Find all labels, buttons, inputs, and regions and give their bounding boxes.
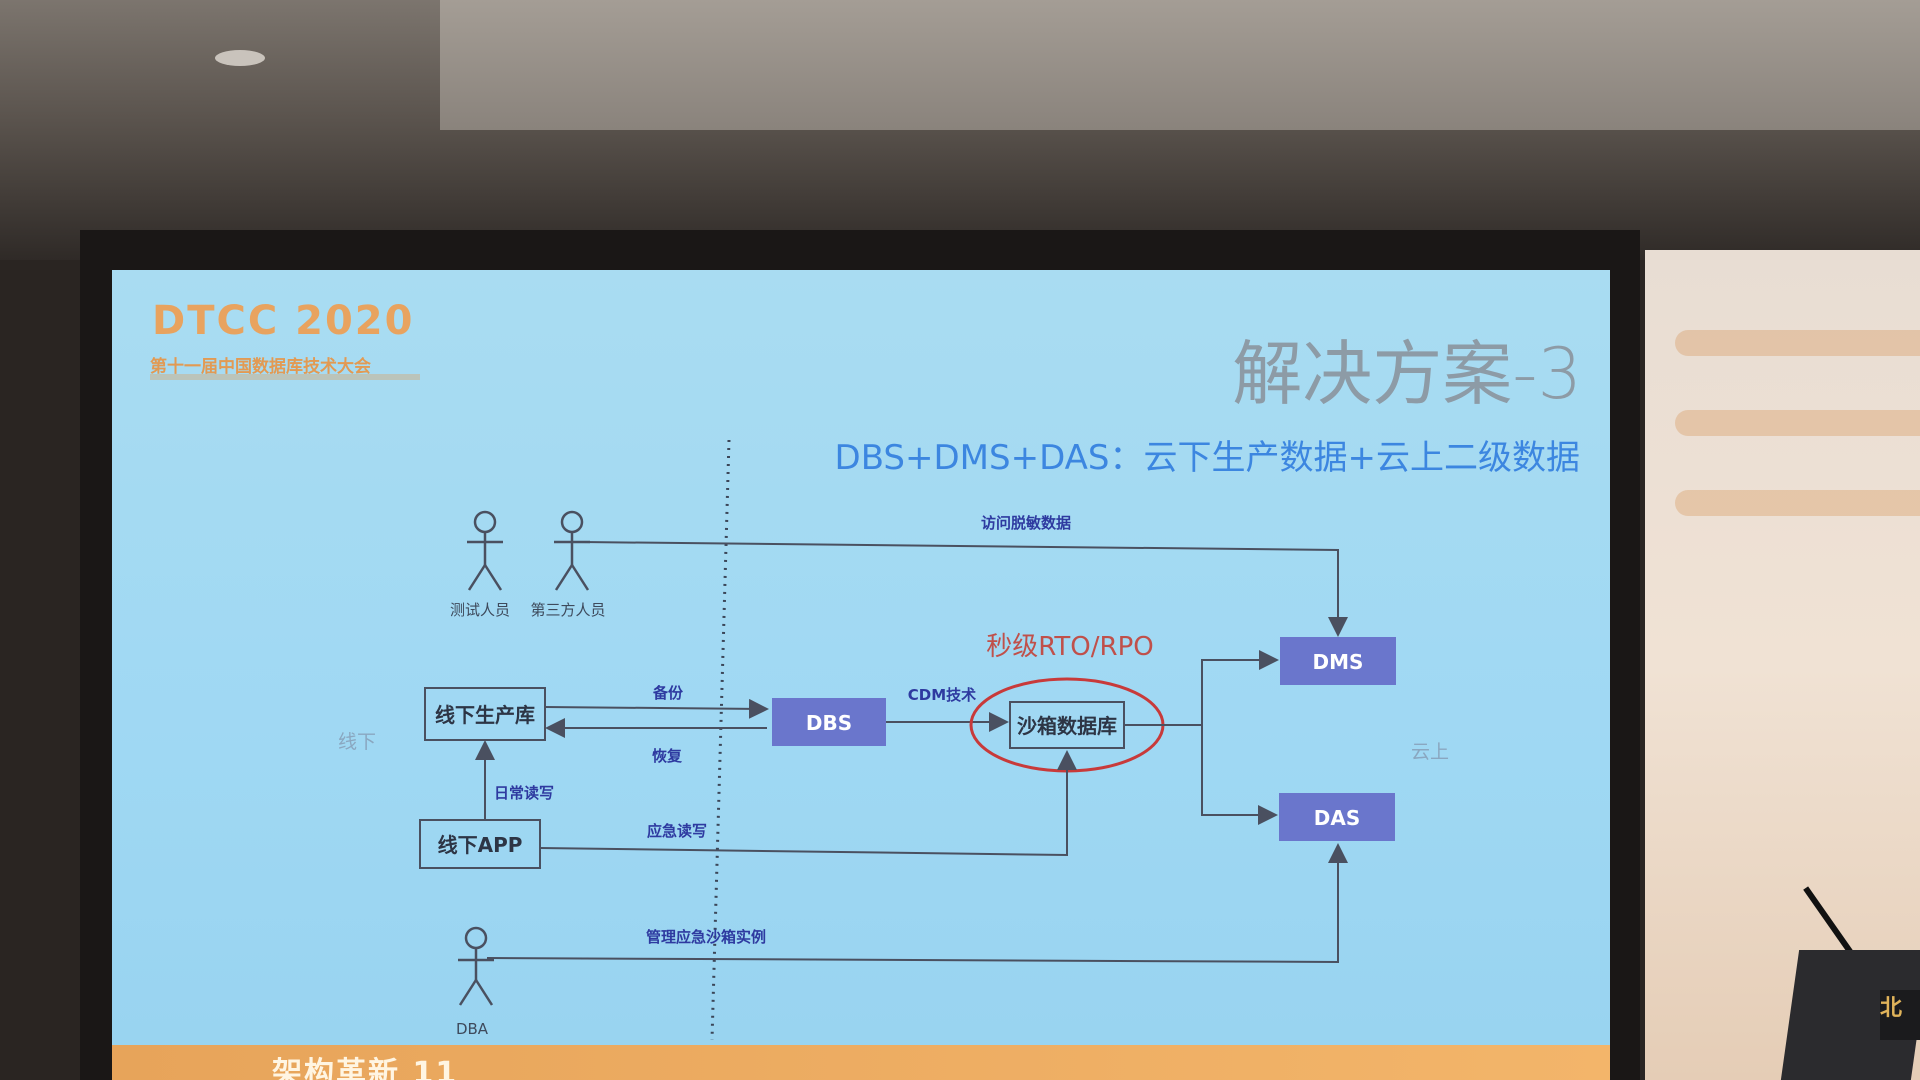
boundary-line xyxy=(710,439,731,1041)
restore-label: 恢复 xyxy=(652,747,683,765)
dba-actor xyxy=(458,926,494,1006)
emergency-rw-flow xyxy=(539,750,1077,857)
backdrop-wall xyxy=(1645,250,1920,1080)
backup-label: 备份 xyxy=(652,684,684,702)
dms-label: DMS xyxy=(1313,650,1364,674)
access-masked-label: 访问脱敏数据 xyxy=(981,514,1071,532)
podium-sign: 北 xyxy=(1880,990,1920,1040)
sandbox-db-label: 沙箱数据库 xyxy=(1017,714,1117,738)
manage-sandbox-label: 管理应急沙箱实例 xyxy=(646,928,766,946)
offline-prod-db-label: 线下生产库 xyxy=(435,703,535,727)
ceiling-soffit xyxy=(440,0,1920,130)
dba-label: DBA xyxy=(456,1020,489,1038)
logo-tagline-bar xyxy=(150,374,420,380)
third-party-label: 第三方人员 xyxy=(530,601,605,619)
das-label: DAS xyxy=(1314,806,1360,830)
rto-rpo-label: 秒级RTO/RPO xyxy=(986,632,1154,662)
footer-banner-text: 架构革新 11 xyxy=(272,1056,459,1080)
event-logo: DTCC 2020 xyxy=(152,298,415,344)
to-das-flow xyxy=(1201,725,1278,825)
emergency-rw-label: 应急读写 xyxy=(647,822,707,840)
dbs-box xyxy=(772,698,886,746)
cloud-zone-label: 云上 xyxy=(1411,741,1449,763)
architecture-diagram: 测试人员 第三方人员 DBA 访问脱敏数据 线下生产库 备份 恢复 xyxy=(338,439,1449,1041)
tester-label: 测试人员 xyxy=(450,601,510,619)
manage-sandbox-flow xyxy=(486,843,1348,964)
third-party-actor xyxy=(554,510,590,591)
to-dms-flow xyxy=(1201,650,1279,725)
tester-actor xyxy=(467,510,503,591)
slide-title: 解决方案-3 xyxy=(1232,333,1582,415)
dbs-label: DBS xyxy=(806,711,852,735)
offline-app-box xyxy=(419,819,541,869)
backup-flow xyxy=(544,698,769,719)
dms-box xyxy=(1280,637,1396,685)
daily-rw-label: 日常读写 xyxy=(494,784,554,802)
das-box xyxy=(1279,793,1395,841)
ceiling-light xyxy=(215,50,265,66)
slide-footer-banner xyxy=(112,1045,1610,1080)
event-name: 第十一届中国数据库技术大会 xyxy=(150,357,371,377)
offline-zone-label: 线下 xyxy=(338,731,376,753)
slide-subtitle: DBS+DMS+DAS：云下生产数据+云上二级数据 xyxy=(834,438,1580,478)
presentation-slide: DTCC 2020 第十一届中国数据库技术大会 解决方案-3 DBS+DMS+D… xyxy=(112,270,1610,1080)
access-masked-flow xyxy=(581,541,1348,637)
offline-app-label: 线下APP xyxy=(438,833,523,857)
cdm-label: CDM技术 xyxy=(908,686,976,704)
